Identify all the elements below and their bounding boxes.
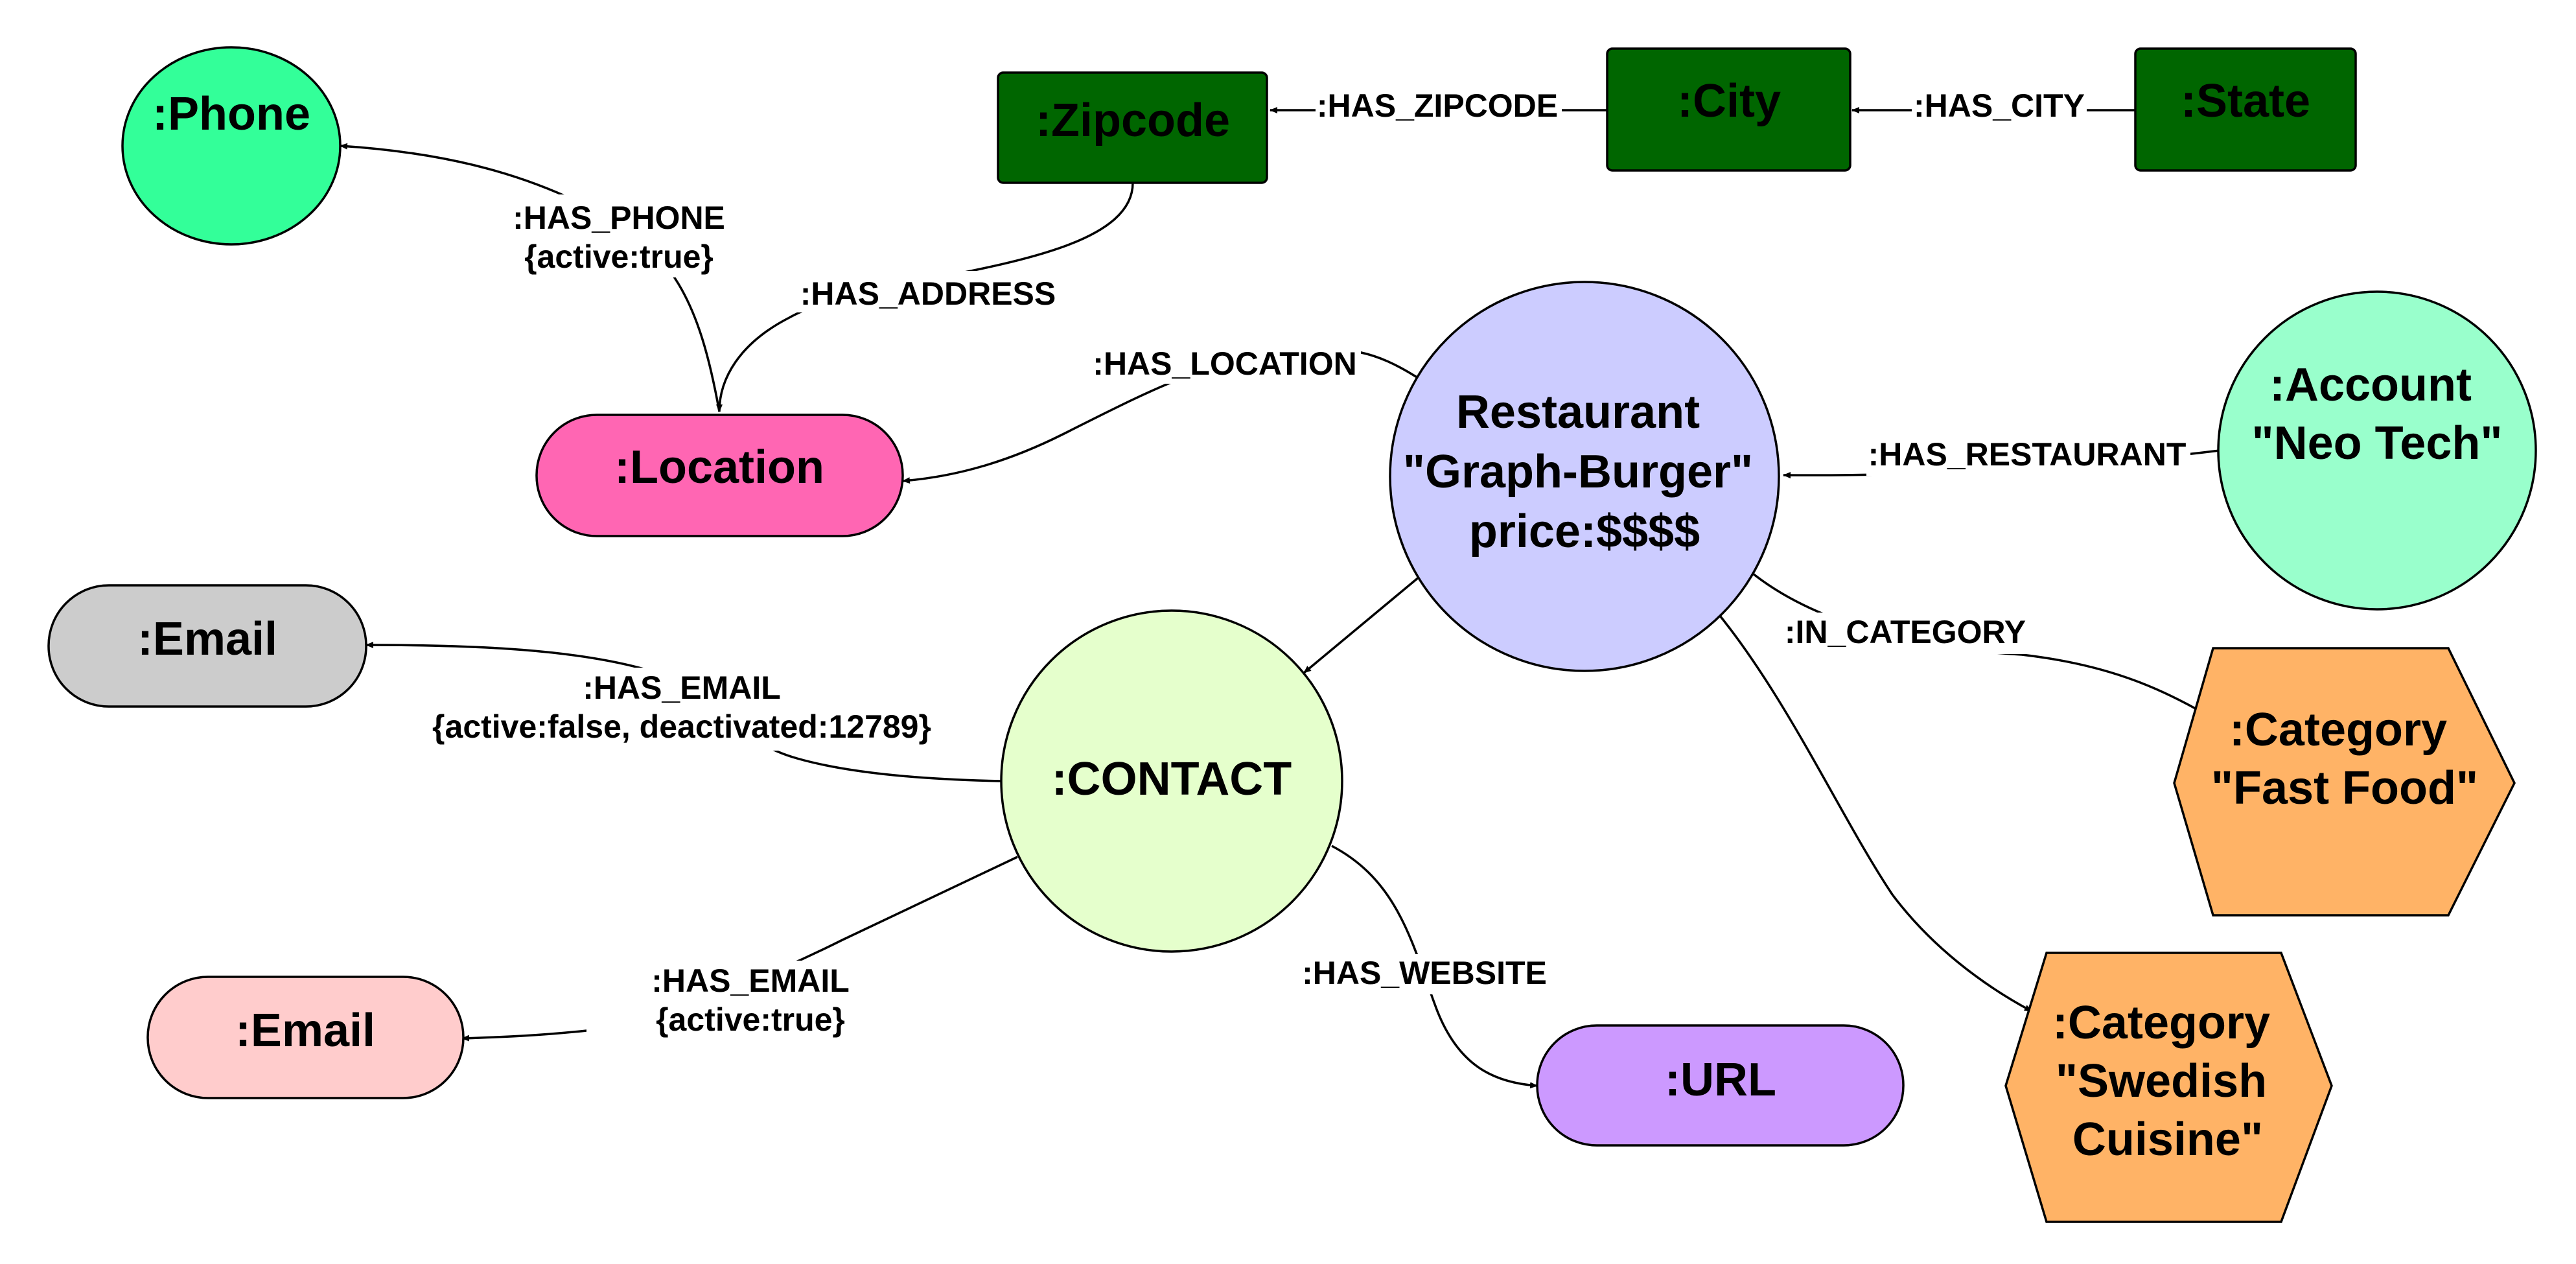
svg-text:Restaurant "Graph-Burger: Restaurant "Graph-Burger" price:$$$$ xyxy=(1403,386,1766,557)
svg-text::Phone: :Phone xyxy=(152,88,310,140)
svg-text::Email: :Email xyxy=(137,613,277,665)
node-zipcode: :Zipcode xyxy=(997,71,1268,184)
svg-text::HAS_RESTAURANT: :HAS_RESTAURANT xyxy=(1868,436,2187,473)
edge-label-has-restaurant: :HAS_RESTAURANT xyxy=(1866,434,2190,476)
edge-label-has-website: :HAS_WEBSITE xyxy=(1296,954,1555,994)
svg-text::Location: :Location xyxy=(614,441,824,493)
node-category-fast-food: :Category "Fast Food" xyxy=(2173,647,2516,917)
node-state: :State xyxy=(2134,47,2357,172)
node-url: :URL xyxy=(1536,1024,1905,1147)
svg-text::IN_CATEGORY: :IN_CATEGORY xyxy=(1785,614,2026,650)
svg-text::CONTACT: :CONTACT xyxy=(1052,753,1292,805)
edge-label-has-phone: :HAS_PHONE{active:true} xyxy=(509,194,729,277)
svg-text::HAS_ZIPCODE: :HAS_ZIPCODE xyxy=(1317,88,1558,124)
svg-text::HAS_EMAIL{active:true}: :HAS_EMAIL{active:true} xyxy=(651,963,850,1038)
node-email-active: :Email xyxy=(146,976,465,1099)
node-account: :Account "Neo Tech" xyxy=(2217,290,2537,611)
node-category-swedish: :Category "Swedish Cuisine" xyxy=(2004,952,2333,1223)
edge-label-has-address: :HAS_ADDRESS xyxy=(794,271,1060,312)
edge-label-has-city: :HAS_CITY xyxy=(1912,88,2087,128)
edge-has-website xyxy=(1331,845,1538,1089)
edge-label-has-email-active: :HAS_EMAIL{active:true} xyxy=(586,961,911,1045)
svg-text::Email: :Email xyxy=(235,1005,375,1057)
svg-text::State: :State xyxy=(2181,75,2310,127)
svg-text::HAS_PHONE{active:true}: :HAS_PHONE{active:true} xyxy=(513,200,725,275)
svg-text::Category "Swedish: :Category "Swedish Cuisine" xyxy=(2052,997,2283,1165)
edge-label-has-zipcode: :HAS_ZIPCODE xyxy=(1316,88,1562,128)
svg-text::HAS_EMAIL{active:false, deact: :HAS_EMAIL{active:false, deactivated:127… xyxy=(432,670,931,745)
node-restaurant: Restaurant "Graph-Burger" price:$$$$ xyxy=(1389,281,1780,672)
svg-text::HAS_CITY: :HAS_CITY xyxy=(1914,88,2085,124)
node-location: :Location xyxy=(535,414,904,537)
edge-label-has-email-inactive: :HAS_EMAIL{active:false, deactivated:127… xyxy=(428,668,940,751)
edge-label-in-category: :IN_CATEGORY xyxy=(1779,613,2032,654)
edge-label-has-location: :HAS_LOCATION xyxy=(1089,342,1361,384)
node-phone: :Phone xyxy=(121,46,342,246)
edge-has-phone xyxy=(340,143,721,412)
svg-text::Zipcode: :Zipcode xyxy=(1036,95,1230,146)
edge-restaurant-contact xyxy=(1303,576,1421,674)
edge-restaurant-swedish xyxy=(1716,611,2032,1012)
svg-text::Category "Fast Food": :Category "Fast Food" xyxy=(2211,704,2478,814)
svg-text::HAS_LOCATION: :HAS_LOCATION xyxy=(1093,345,1356,382)
svg-text::HAS_WEBSITE: :HAS_WEBSITE xyxy=(1302,955,1547,991)
svg-text::Account "Neo Tech": :Account "Neo Tech" xyxy=(2252,359,2503,469)
svg-text::URL: :URL xyxy=(1665,1054,1776,1106)
svg-text::City: :City xyxy=(1677,75,1781,127)
node-email-inactive: :Email xyxy=(47,584,367,708)
svg-text::HAS_ADDRESS: :HAS_ADDRESS xyxy=(800,275,1056,312)
node-city: :City xyxy=(1606,47,1851,172)
node-contact: :CONTACT xyxy=(1000,609,1343,953)
